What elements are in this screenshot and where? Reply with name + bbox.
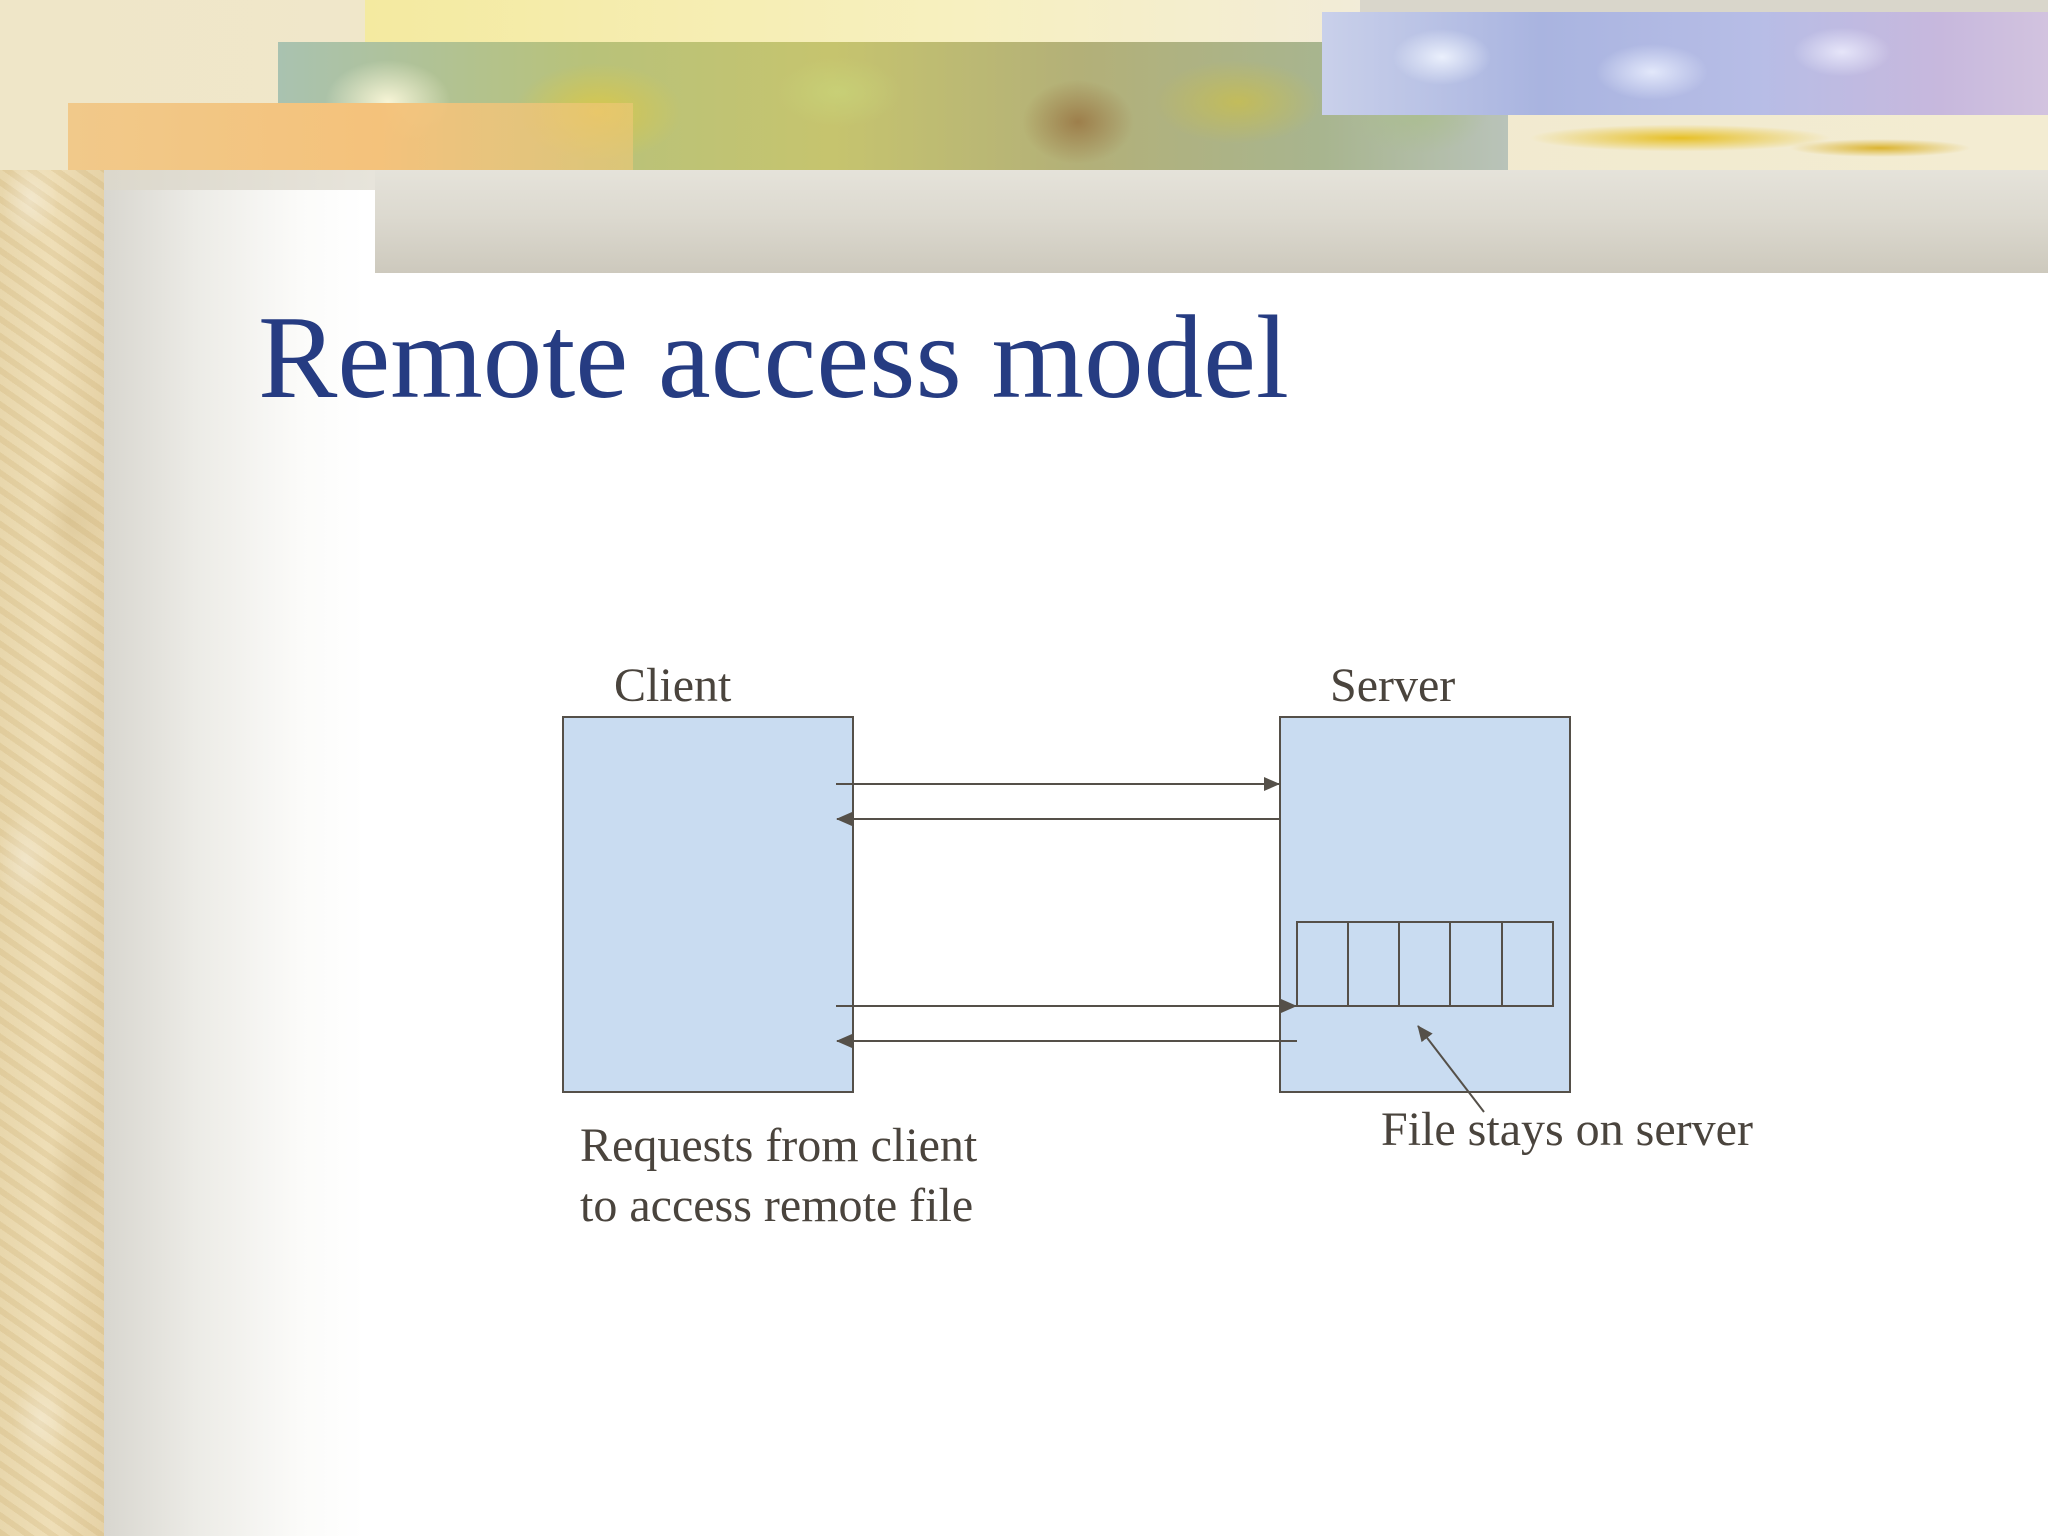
file-note: File stays on server	[1381, 1103, 1753, 1156]
banner-orange-tile	[68, 103, 633, 170]
file-note-pointer	[1417, 1025, 1485, 1113]
server-label: Server	[1330, 659, 1456, 712]
client-box	[562, 716, 854, 1093]
file-block	[1296, 921, 1554, 1007]
banner-top-edge	[1360, 0, 2048, 14]
slide-title: Remote access model	[258, 291, 1289, 423]
request-note-line-1: Requests from client	[580, 1119, 978, 1172]
header-band-left	[104, 170, 375, 190]
banner-yellow-tile	[365, 0, 1365, 45]
banner-gold-grain	[1450, 108, 2010, 170]
request-note: Requests from client to access remote fi…	[580, 1116, 977, 1236]
request-note-line-2: to access remote file	[580, 1179, 974, 1232]
banner-blue-stones	[1322, 12, 2048, 115]
remote-file	[1296, 921, 1554, 1007]
parchment-strip	[0, 0, 104, 1536]
client-label: Client	[614, 659, 732, 712]
left-gradient	[104, 170, 364, 1536]
header-band	[375, 150, 2048, 273]
